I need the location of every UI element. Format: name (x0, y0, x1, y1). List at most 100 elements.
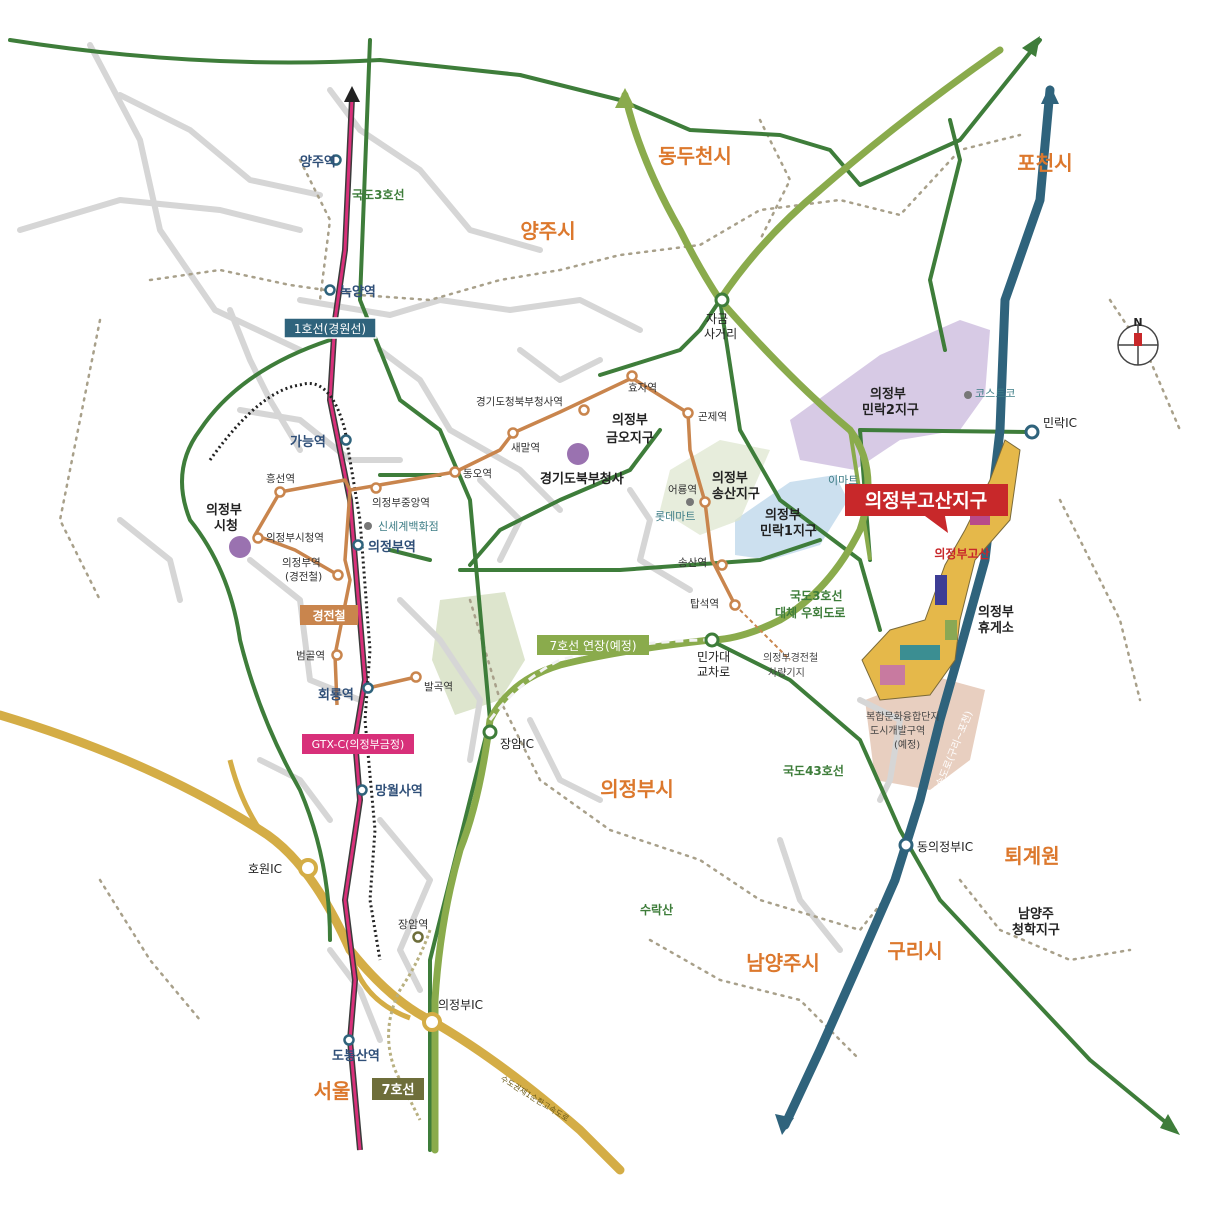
label-provincial-office: 경기도북부청사 (540, 471, 624, 487)
line1-station-markers (324, 154, 374, 1046)
label-route43: 국도43호선 (783, 763, 844, 778)
ganeung-station-marker (340, 434, 352, 446)
svg-text:1호선(경원선): 1호선(경원선) (294, 322, 366, 336)
label-suraksan: 수락산 (640, 902, 673, 917)
uijeongbu-station-marker (352, 539, 364, 551)
jangam-ic-marker (482, 724, 498, 740)
label-heungseon: 흥선역 (266, 472, 295, 485)
label-cultural-2: 도시개발구역 (870, 725, 925, 737)
line7-track (387, 929, 432, 1121)
label-jangam-ic: 장암IC (500, 737, 534, 751)
arrow-head-pocheon-north (1022, 36, 1040, 57)
label-dong-uijeongbu-ic: 동의정부IC (917, 840, 973, 854)
label-songsan: 송산역 (678, 557, 707, 569)
dong-uijeongbu-ic-marker (898, 837, 914, 853)
label-dobongsan-station: 도봉산역 (332, 1048, 380, 1064)
dobongsan-station-marker (343, 1034, 355, 1046)
label-geumo-1: 의정부 (612, 412, 648, 428)
label-hoeryong-station: 회룡역 (318, 687, 354, 703)
label-hoewon-ic: 호원IC (248, 862, 282, 876)
label-route3-bypass-2: 대체 우회도로 (775, 605, 845, 620)
label-city-hall-2: 시청 (214, 518, 238, 534)
label-mangwolsa-station: 망월사역 (375, 783, 423, 799)
label-tapseok: 탑석역 (690, 598, 719, 610)
line7-badge: 7호선 (372, 1078, 424, 1100)
label-cultural-1: 복합문화융합단지 (866, 711, 940, 723)
label-ganeung-station: 가능역 (290, 434, 326, 450)
label-yangju-station: 양주역 (300, 154, 336, 170)
admin-boundaries (58, 118, 1182, 1062)
gosan-district (861, 439, 1021, 701)
city-hall-purple-dot (229, 536, 251, 558)
nogyang-station-marker (324, 284, 336, 296)
arrow-head-dongducheon (615, 88, 635, 108)
label-geumo-2: 금오지구 (606, 431, 654, 446)
depot-spur (734, 604, 791, 661)
region-seoul: 서울 (314, 1079, 351, 1103)
label-cheonghak-1: 남양주 (1018, 906, 1054, 922)
region-namyangju: 남양주시 (746, 951, 820, 975)
line7-ext-badge: 7호선 연장(예정) (537, 635, 649, 655)
label-uijeongbu-ic: 의정부IC (438, 998, 483, 1012)
line7-extension-dashed (488, 638, 711, 721)
seoul-pocheon-expressway (775, 85, 1059, 1135)
region-yangju: 양주시 (520, 219, 575, 243)
shinsegae-gray-dot (364, 522, 372, 530)
label-nogyang-station: 녹양역 (340, 284, 376, 300)
svg-text:7호선: 7호선 (382, 1082, 415, 1098)
hoeryong-station-marker (362, 682, 374, 694)
jageum-marker (714, 292, 730, 308)
provincial-office-purple-dot (567, 443, 589, 465)
label-hyoja: 효자역 (628, 382, 657, 394)
label-jungang: 의정부중앙역 (372, 497, 430, 509)
compass-label: N (1133, 316, 1142, 329)
region-dongducheon: 동두천시 (658, 144, 732, 168)
label-minrak1-1: 의정부 (765, 507, 801, 523)
line1-badge: 1호선(경원선) (283, 317, 377, 339)
label-route3: 국도3호선 (352, 187, 405, 202)
label-shinsegae: 신세계백화점 (378, 520, 439, 533)
label-route3-bypass-1: 국도3호선 (790, 588, 843, 603)
lrt-station-markers (252, 370, 741, 683)
mangadae-marker (704, 632, 720, 648)
arrow-north-icon (344, 86, 360, 102)
label-mangadae-1: 민가대 (697, 650, 730, 664)
label-gonje: 곤제역 (698, 411, 727, 423)
label-city-hall-1: 의정부 (206, 502, 242, 518)
label-balgok: 발곡역 (424, 681, 453, 693)
district-subtitle: 의정부고산 (934, 546, 989, 561)
mangwolsa-station-marker (356, 784, 368, 796)
label-mangadae-2: 교차로 (697, 665, 730, 679)
capital-ring-branch (227, 759, 263, 832)
label-dongo: 동오역 (463, 468, 492, 480)
label-rest-area-1: 의정부 (978, 604, 1014, 620)
label-jangam-station: 장암역 (398, 918, 428, 931)
label-jageum-1: 자금 (706, 312, 728, 326)
hoewon-ic-marker (298, 858, 318, 878)
gtx-badge: GTX-C(의정부금정) (302, 734, 414, 754)
label-minrak2-2: 민락2지구 (862, 402, 919, 418)
yangju-station-marker (330, 154, 342, 166)
label-emart: 이마트 (828, 474, 858, 487)
label-uijeongbu-lrt-2: (경전철) (285, 570, 322, 583)
label-uijeongbu-station: 의정부역 (368, 539, 416, 555)
label-beomgol: 범골역 (296, 650, 325, 662)
region-guri: 구리시 (887, 939, 942, 963)
gtx-track (208, 382, 382, 961)
label-ring-exp: 수도권제1순환고속도로 (499, 1073, 571, 1123)
minor-road-network (17, 42, 903, 1043)
lrt-badge: 경전철 (300, 605, 358, 625)
lotte-gray-dot (686, 498, 694, 506)
songsan-area (660, 440, 770, 535)
minrak-ic-marker (1024, 424, 1040, 440)
svg-text:경전철: 경전철 (312, 608, 345, 623)
interchange-markers (298, 292, 1040, 1032)
label-uijeongbu-lrt-1: 의정부역 (282, 557, 321, 569)
label-rest-area-2: 휴게소 (978, 620, 1014, 636)
label-songsan-1: 의정부 (712, 470, 748, 486)
arrow-head-southeast (1160, 1114, 1180, 1135)
compass-north-icon: N (1117, 316, 1159, 366)
label-minrak-ic: 민락IC (1043, 416, 1077, 430)
label-cultural-3: (예정) (894, 739, 920, 751)
